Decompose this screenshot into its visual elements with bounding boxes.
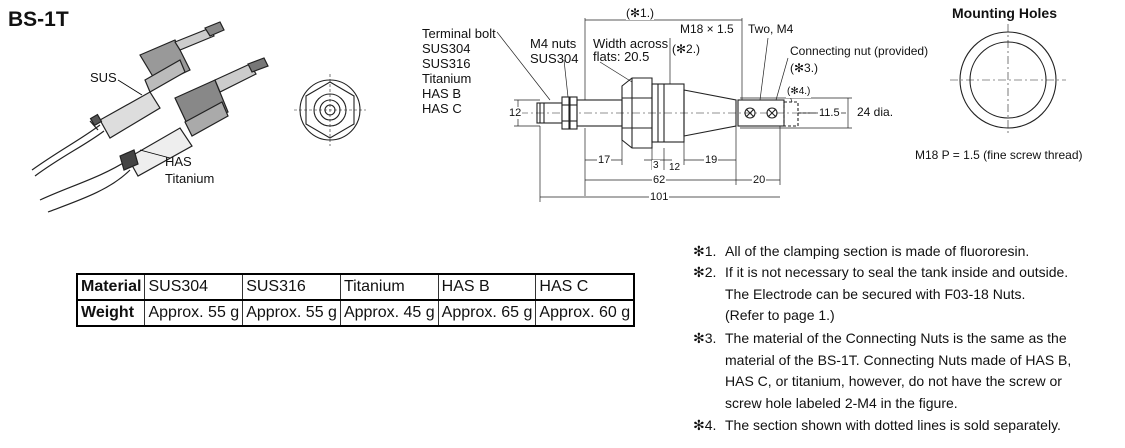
weight-cell: Approx. 55 g xyxy=(242,299,341,327)
callout-connecting-nut: Connecting nut (provided) xyxy=(790,44,929,58)
weight-table: Material SUS304 SUS316 Titanium HAS B HA… xyxy=(76,273,636,327)
note-line: material of the BS-1T. Connecting Nuts m… xyxy=(725,351,1072,368)
callout-two-m4: Two, M4 xyxy=(748,22,794,36)
note-line: All of the clamping section is made of f… xyxy=(725,243,1030,259)
dim-19: 19 xyxy=(704,154,719,166)
electrode-photo xyxy=(31,21,269,213)
mounting-thread-note: M18 P = 1.5 (fine screw thread) xyxy=(915,148,1083,162)
note-mark: ✻1. xyxy=(693,243,717,259)
sus-leader xyxy=(117,79,143,96)
callout-width-across: Width across xyxy=(593,36,669,51)
dim-17: 17 xyxy=(597,154,612,166)
row-header-material: Material xyxy=(76,273,146,301)
dim-12b: 12 xyxy=(668,162,682,174)
material-item: SUS304 xyxy=(422,41,471,56)
note-line: screw hole labeled 2-M4 in the figure. xyxy=(725,394,958,411)
photo-label-has: HAS xyxy=(165,154,192,169)
note-line: The section shown with dotted lines is s… xyxy=(725,417,1061,433)
note-4: ✻4. The section shown with dotted lines i… xyxy=(693,415,1061,437)
photo-label-sus: SUS xyxy=(90,70,117,85)
side-view xyxy=(520,77,840,149)
callout-ref4: (✻4.) xyxy=(786,86,812,98)
material-item: Terminal bolt xyxy=(422,26,496,41)
dim-62: 62 xyxy=(652,174,667,186)
dim-11-5: 11.5 xyxy=(818,107,841,119)
has-leader xyxy=(139,149,171,159)
row-header-weight: Weight xyxy=(76,299,146,327)
note-mark: ✻3. xyxy=(693,330,717,346)
material-cell: HAS B xyxy=(437,273,537,301)
note-line: HAS C, or titanium, however, do not have… xyxy=(725,373,1062,389)
table-row-weight: Weight Approx. 55 g Approx. 55 g Approx.… xyxy=(76,299,635,327)
end-view xyxy=(294,74,366,146)
material-item: Titanium xyxy=(422,71,472,86)
material-cell: HAS C xyxy=(535,273,635,301)
callout-thread: M18 × 1.5 xyxy=(680,22,734,36)
material-cell: SUS316 xyxy=(242,273,341,301)
electrode-has xyxy=(39,57,269,213)
note-line: (Refer to page 1.) xyxy=(725,307,835,323)
note-3: ✻3. The material of the Connecting Nuts i… xyxy=(693,328,1071,414)
dim-24-dia: 24 dia. xyxy=(856,105,895,119)
dim-101: 101 xyxy=(649,191,670,203)
material-list: Terminal bolt SUS304 SUS316 Titanium HAS… xyxy=(422,26,496,116)
note-mark: ✻2. xyxy=(693,264,717,280)
material-cell: Titanium xyxy=(339,273,439,301)
weight-cell: Approx. 55 g xyxy=(144,299,244,327)
note-2: ✻2. If it is not necessary to seal the ta… xyxy=(693,262,1068,327)
note-1: ✻1. All of the clamping section is made o… xyxy=(693,241,1029,263)
callout-ref2: (✻2.) xyxy=(672,42,701,56)
mounting-holes-title: Mounting Holes xyxy=(952,5,1057,21)
callout-flats: flats: 20.5 xyxy=(593,49,650,64)
note-mark: ✻4. xyxy=(693,417,717,433)
table-row-material: Material SUS304 SUS316 Titanium HAS B HA… xyxy=(76,273,635,301)
material-item: HAS B xyxy=(422,86,462,101)
mounting-hole-drawing xyxy=(950,24,1066,136)
callout-ref1: (✻1.) xyxy=(626,6,655,20)
note-line: If it is not necessary to seal the tank … xyxy=(725,264,1069,280)
dim-20: 20 xyxy=(752,174,767,186)
callout-m4-nuts-material: SUS304 xyxy=(530,51,579,66)
model-title: BS-1T xyxy=(8,8,69,31)
weight-cell: Approx. 65 g xyxy=(437,299,537,327)
dim-12: 12 xyxy=(508,107,523,119)
callout-m4-nuts: M4 nuts xyxy=(530,36,577,51)
dim-3: 3 xyxy=(652,160,660,172)
callout-ref3: (✻3.) xyxy=(790,61,819,75)
weight-cell: Approx. 60 g xyxy=(535,299,635,327)
electrode-sus xyxy=(31,21,225,177)
note-line: The Electrode can be secured with F03-18… xyxy=(725,285,1026,302)
material-cell: SUS304 xyxy=(144,273,244,301)
weight-cell: Approx. 45 g xyxy=(339,299,439,327)
note-line: The material of the Connecting Nuts is t… xyxy=(725,330,1067,346)
photo-label-titanium: Titanium xyxy=(165,171,215,186)
material-item: HAS C xyxy=(422,101,462,116)
material-item: SUS316 xyxy=(422,56,471,71)
